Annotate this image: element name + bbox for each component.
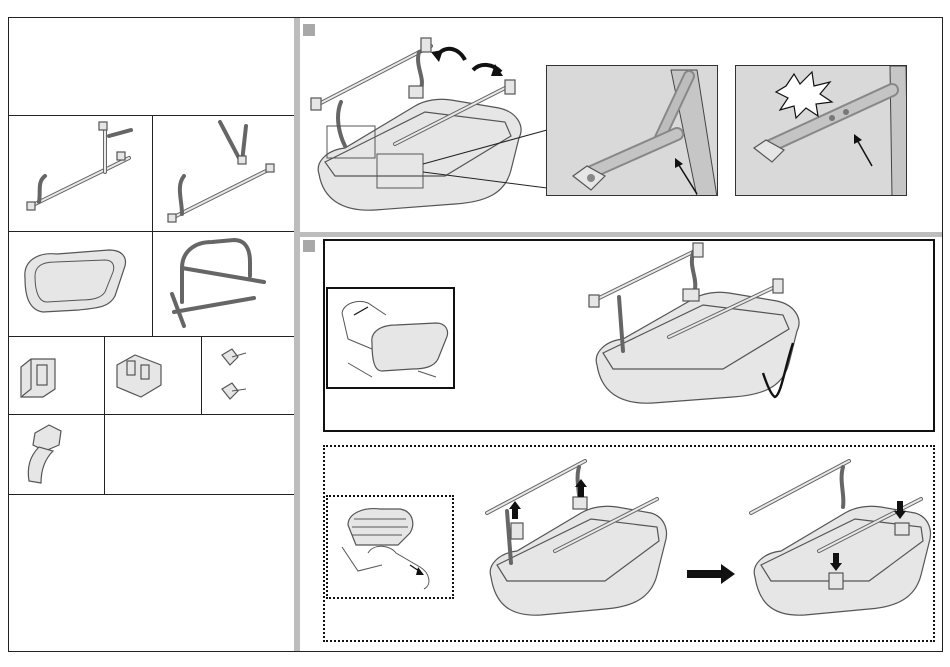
frame-assembly-b-drawing bbox=[154, 116, 294, 230]
knob-parts-row bbox=[9, 415, 294, 495]
blank-parts-cell bbox=[9, 18, 294, 116]
frame-assembly-a-drawing bbox=[9, 116, 149, 230]
parts-panel bbox=[9, 18, 294, 651]
screws-drawing bbox=[202, 337, 292, 413]
backrest-frame-drawing bbox=[154, 232, 294, 332]
seat-parts-row bbox=[9, 232, 294, 337]
step-1-zoom-b bbox=[735, 65, 907, 196]
panel-divider bbox=[294, 18, 300, 651]
frame-parts-row bbox=[9, 116, 294, 232]
zoom-callout-lines bbox=[401, 118, 551, 198]
clip-b-drawing bbox=[105, 337, 195, 413]
knob-drawing bbox=[9, 415, 99, 491]
step-2-wrong-before-drawing bbox=[481, 453, 671, 623]
step-2-correct-frame bbox=[323, 239, 935, 432]
instruction-sheet bbox=[8, 17, 943, 652]
small-parts-row bbox=[9, 337, 294, 415]
step-2-wrong-after-drawing bbox=[745, 453, 935, 623]
blank-parts-footer bbox=[9, 495, 294, 651]
next-arrow-icon bbox=[687, 564, 737, 584]
clip-a-drawing bbox=[9, 337, 99, 413]
step-divider bbox=[300, 232, 942, 237]
step-2-marker bbox=[303, 240, 315, 252]
checkmark-icon bbox=[759, 337, 799, 401]
step-1-zoom-a bbox=[546, 65, 718, 196]
step-2-inset-b bbox=[326, 495, 454, 599]
step-2-wrong-frame bbox=[323, 445, 935, 642]
step-2-inset-a bbox=[326, 287, 455, 389]
seat-tray-drawing bbox=[9, 232, 149, 332]
